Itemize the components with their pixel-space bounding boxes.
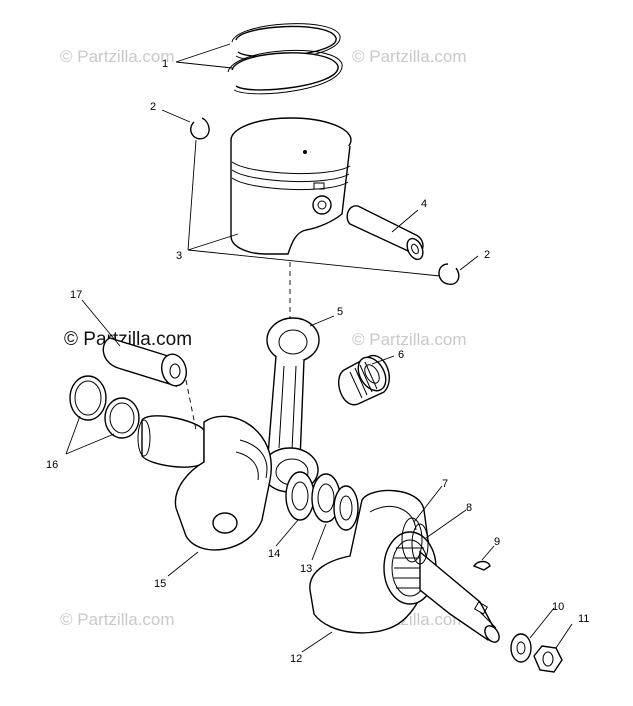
callout-2b: 2: [484, 249, 490, 261]
callout-5: 5: [337, 306, 343, 318]
watermark-text: © Partzilla.com: [352, 47, 467, 66]
needle-bearing: [338, 355, 390, 406]
callout-2: 2: [150, 101, 156, 113]
piston-pin: [346, 205, 424, 261]
crankshaft-half-left: [137, 415, 272, 551]
callout-3: 3: [176, 250, 182, 262]
crankshaft-half-right: [309, 489, 500, 643]
watermark-text-strong: © Partzilla.com: [64, 329, 193, 350]
woodruff-key: [472, 560, 491, 571]
callout-12: 12: [290, 653, 302, 665]
piston: [230, 117, 352, 255]
callout-13: 13: [300, 563, 312, 575]
callout-9: 9: [494, 536, 500, 548]
bearing-sleeve: [102, 337, 188, 388]
snap-ring-lower: [438, 263, 460, 285]
watermark-text: © Partzilla.com: [60, 610, 175, 629]
washer: [510, 633, 532, 663]
callout-7: 7: [442, 478, 448, 490]
bearing-rings: [401, 517, 429, 565]
callout-6: 6: [398, 349, 404, 361]
callout-11: 11: [578, 613, 589, 625]
center-bearings: [285, 471, 359, 531]
watermark-text: © Partzilla.com: [60, 47, 175, 66]
callout-17: 17: [70, 289, 82, 301]
crank-seals: [69, 375, 140, 439]
piston-rings: [227, 23, 343, 95]
snap-ring-upper: [190, 117, 210, 140]
callout-1: 1: [162, 58, 168, 70]
callout-4: 4: [421, 198, 427, 210]
callout-15: 15: [154, 578, 166, 590]
callout-8: 8: [466, 502, 472, 514]
callout-14: 14: [268, 548, 280, 560]
callout-10: 10: [552, 601, 564, 613]
callout-16: 16: [46, 459, 58, 471]
watermark-text: © Partzilla.com: [352, 330, 467, 349]
hex-nut: [533, 645, 563, 673]
leader-lines: [65, 43, 573, 653]
